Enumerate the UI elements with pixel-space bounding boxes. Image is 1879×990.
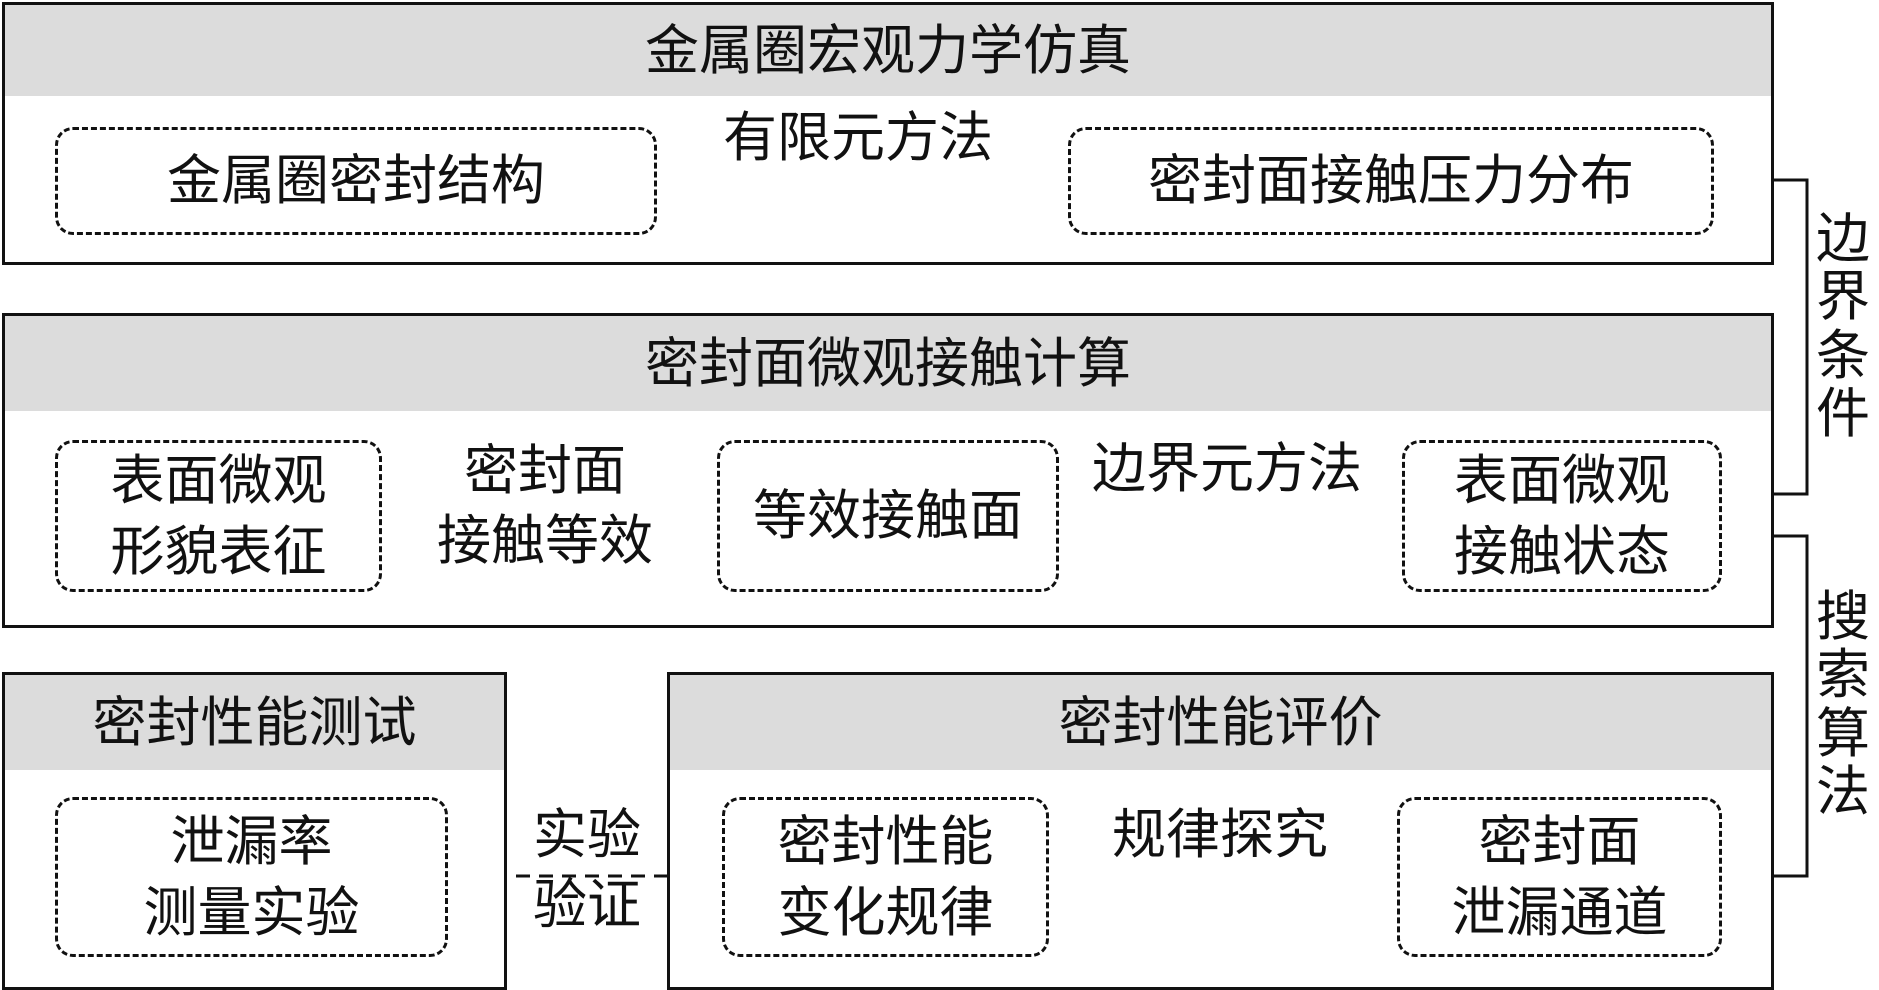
- node-contact-state-line1: 表面微观: [1454, 448, 1670, 512]
- node-performance-law-line1: 密封性能: [777, 809, 994, 873]
- label-contact-equiv-line1: 密封面: [464, 439, 626, 502]
- node-contact-pressure: 密封面接触压力分布: [1068, 127, 1714, 235]
- panel-test-title: 密封性能测试: [5, 675, 504, 770]
- node-leak-channel-line2: 泄漏通道: [1451, 881, 1668, 944]
- label-boundary-char1: 边: [1816, 207, 1870, 270]
- node-leak-channel-line1: 密封面: [1478, 809, 1641, 873]
- label-search-algorithm: 搜 索 算 法: [1813, 585, 1873, 823]
- node-metal-ring-structure-label: 金属圈密封结构: [167, 149, 545, 213]
- label-experiment-verify: 实验 验证: [507, 800, 667, 940]
- label-boundary-condition: 边 界 条 件: [1813, 207, 1873, 445]
- label-search-char4: 法: [1816, 759, 1870, 823]
- node-leak-rate-line2: 测量实验: [143, 881, 360, 944]
- node-leak-rate-experiment: 泄漏率 测量实验: [55, 797, 448, 957]
- label-fem-method: 有限元方法: [723, 106, 993, 169]
- label-boundary-char2: 界: [1816, 265, 1870, 329]
- node-equivalent-surface-label: 等效接触面: [753, 484, 1023, 548]
- label-contact-equiv: 密封面 接触等效: [395, 436, 695, 576]
- node-contact-state: 表面微观 接触状态: [1402, 440, 1722, 592]
- label-boundary-char3: 条: [1816, 323, 1870, 387]
- node-leak-rate-line1: 泄漏率: [170, 809, 333, 873]
- node-metal-ring-structure: 金属圈密封结构: [55, 127, 657, 235]
- node-equivalent-surface: 等效接触面: [717, 440, 1059, 592]
- label-law-explore: 规律探究: [1112, 803, 1328, 866]
- node-contact-state-line2: 接触状态: [1454, 520, 1670, 583]
- label-search-char1: 搜: [1816, 585, 1870, 648]
- label-search-char3: 算: [1816, 701, 1870, 765]
- node-performance-law-line2: 变化规律: [777, 881, 994, 944]
- node-performance-law: 密封性能 变化规律: [722, 797, 1049, 957]
- label-experiment-verify-line1: 实验: [533, 803, 641, 866]
- label-contact-equiv-line2: 接触等效: [437, 509, 653, 573]
- panel-micro-title: 密封面微观接触计算: [5, 316, 1771, 411]
- label-boundary-char4: 件: [1816, 381, 1870, 445]
- node-surface-morphology: 表面微观 形貌表征: [55, 440, 382, 592]
- label-experiment-verify-line2: 验证: [533, 873, 641, 937]
- node-contact-pressure-label: 密封面接触压力分布: [1148, 149, 1634, 213]
- label-search-char2: 索: [1816, 643, 1870, 707]
- node-leak-channel: 密封面 泄漏通道: [1397, 797, 1722, 957]
- node-surface-morphology-line2: 形貌表征: [110, 520, 327, 583]
- label-bem-method: 边界元方法: [1092, 437, 1362, 500]
- node-surface-morphology-line1: 表面微观: [110, 448, 327, 512]
- panel-eval-title: 密封性能评价: [670, 675, 1771, 770]
- panel-macro-title: 金属圈宏观力学仿真: [5, 5, 1771, 96]
